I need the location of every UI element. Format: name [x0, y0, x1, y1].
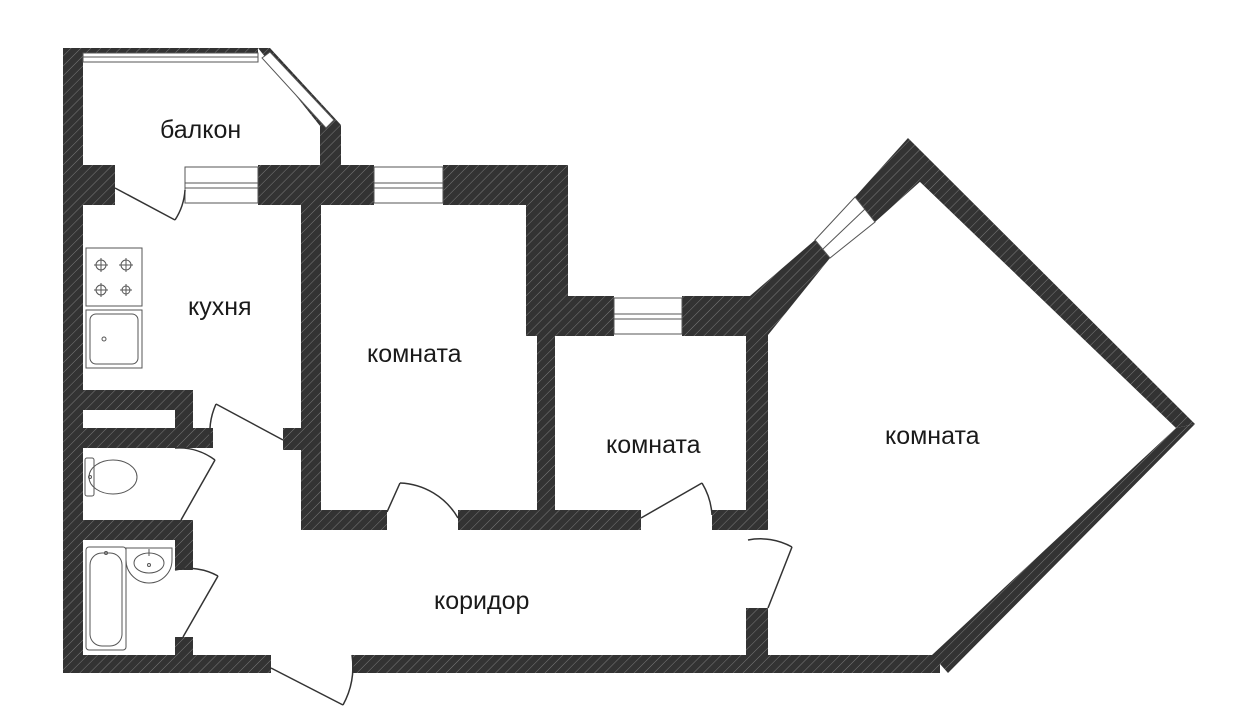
kitchen-wall-top: [83, 165, 115, 205]
room-label-kitchen: кухня: [188, 293, 252, 321]
room2-wall-right: [746, 335, 768, 530]
outer-wall-bottom: [63, 655, 271, 673]
toilet-icon: [84, 457, 138, 497]
balcony-wall-right: [320, 125, 341, 165]
bath-wall: [175, 540, 193, 570]
room3-wall-right: [908, 138, 1195, 428]
washbasin-icon: [125, 547, 173, 584]
room1-wall-right: [526, 165, 568, 315]
room-labels: балкон кухня комната комната комната кор…: [160, 116, 980, 615]
room1-wall-bottom: [301, 510, 387, 530]
stove-icon: [85, 247, 143, 307]
window: [814, 196, 876, 259]
sink-icon: [85, 309, 143, 369]
door: [747, 538, 793, 609]
door: [174, 567, 219, 638]
windows: [82, 51, 876, 335]
room-label-room1: комната: [367, 340, 462, 368]
window: [184, 166, 259, 204]
room1-wall-bottom: [458, 510, 641, 530]
wc-wall: [83, 520, 193, 540]
niche-wall: [83, 428, 213, 448]
room3-wall-diagonal: [746, 240, 830, 335]
room-label-room2: комната: [606, 431, 701, 459]
bathtub-icon: [85, 546, 127, 651]
door: [174, 447, 216, 521]
window: [82, 52, 259, 63]
window: [613, 297, 683, 335]
door: [114, 187, 186, 221]
room2-wall-bottom: [712, 510, 768, 530]
room1-room2-wall: [537, 315, 555, 530]
door: [270, 654, 354, 706]
window: [373, 166, 444, 204]
door: [386, 482, 459, 519]
room-label-balcony: балкон: [160, 116, 241, 144]
kitchen-wall-stub: [283, 428, 305, 450]
doors: [114, 187, 793, 706]
room-label-corridor: коридор: [434, 587, 529, 615]
room3-wall-diagonal: [855, 138, 922, 222]
fixtures: [84, 247, 173, 651]
kitchen-room1-wall: [301, 195, 321, 530]
outer-wall-bottom: [352, 655, 940, 673]
corridor-wall-stub: [746, 608, 768, 673]
bath-wall: [175, 637, 193, 657]
door: [209, 403, 284, 446]
door: [640, 482, 713, 519]
outer-wall-left: [63, 48, 83, 673]
window: [261, 51, 335, 129]
room3-wall-right: [932, 424, 1195, 673]
niche-wall: [83, 390, 193, 410]
room-label-room3: комната: [885, 422, 980, 450]
room2-wall-top: [682, 296, 750, 336]
